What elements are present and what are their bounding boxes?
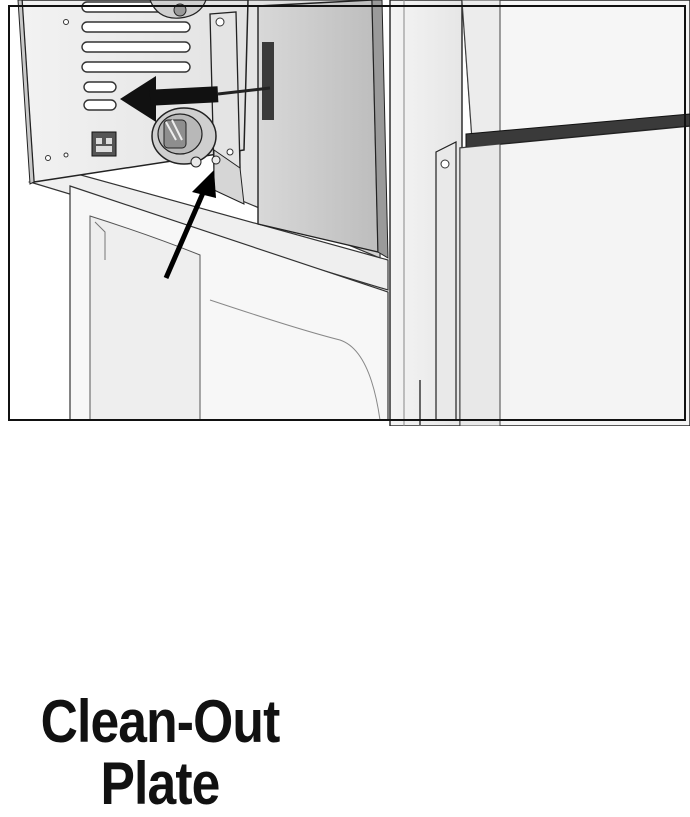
electrical-connector <box>92 132 116 156</box>
illustration: Clean-Out Plate <box>0 0 690 426</box>
lower-door <box>460 126 690 426</box>
cabinet-right-side <box>390 0 462 426</box>
callout-label-line2: Plate <box>31 754 289 814</box>
appliance-drawing <box>0 0 690 426</box>
blower-housing <box>258 0 388 258</box>
callout-label-line1: Clean-Out <box>31 692 289 752</box>
